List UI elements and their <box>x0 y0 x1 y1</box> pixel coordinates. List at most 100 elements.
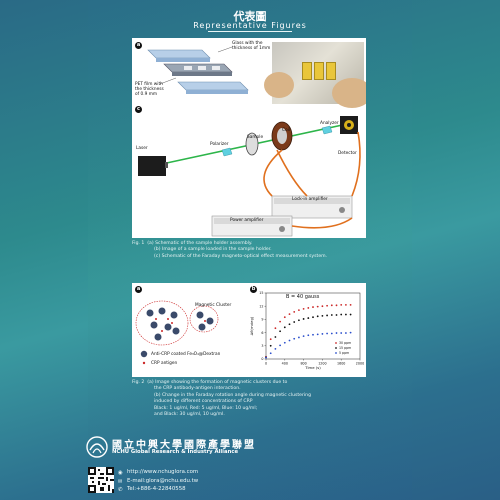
phone-number: Tel:+886-4-22840558 <box>127 486 186 493</box>
data-point <box>283 326 286 329</box>
legend-marker <box>335 347 337 349</box>
glora-logo: 國立中興大學國際產學聯盟 NCHU Global Research & Indu… <box>86 436 256 458</box>
glora-logo-icon <box>86 436 108 458</box>
data-point <box>302 307 305 310</box>
sample-strip-3 <box>326 62 336 80</box>
hand-shape <box>332 78 366 108</box>
sample-holder-photo <box>264 42 366 108</box>
figure-1-caption: Fig. 1 (a) Schematic of the sample holde… <box>132 241 328 259</box>
data-point <box>307 307 310 309</box>
sample-label: Sample <box>247 135 264 140</box>
qr-code-pattern <box>88 467 114 493</box>
legend-entry: 15 ppm <box>339 346 351 350</box>
nanoparticle-legend: Anti-CRP coated Fe₃O₄@Dextran <box>151 352 221 357</box>
data-point <box>321 333 324 335</box>
data-point <box>293 337 296 340</box>
data-point <box>312 306 314 308</box>
data-point <box>335 304 338 307</box>
data-point <box>345 313 347 316</box>
data-point <box>274 336 277 338</box>
data-point <box>293 321 296 323</box>
data-point <box>321 305 324 308</box>
data-point <box>302 318 305 320</box>
data-point <box>340 332 343 334</box>
qr-code <box>88 467 114 493</box>
data-point <box>340 313 343 316</box>
legend-entry: 5 ppm <box>339 351 349 355</box>
data-point <box>316 305 319 308</box>
y-tick-label: 12 <box>259 304 263 308</box>
laser-label: Laser <box>136 146 148 151</box>
data-point <box>345 332 347 334</box>
x-tick-label: 2000 <box>356 362 364 366</box>
poster: 代表圖 Representative Figures a b c Glass w… <box>88 0 412 500</box>
page-title-cn: 代表圖 <box>233 10 267 23</box>
polarizer-label: Polarizer <box>210 142 229 147</box>
crp-legend: CRP antigen <box>151 361 178 366</box>
mail-icon: ✉ <box>118 478 123 485</box>
data-point <box>326 332 328 335</box>
coil-label: Coil <box>282 128 291 133</box>
x-tick-label: 1200 <box>318 362 326 366</box>
figure-1a-label: a <box>135 42 142 49</box>
hand-shape-left <box>264 72 294 98</box>
title-underline <box>208 31 292 32</box>
data-point <box>335 332 338 334</box>
data-point <box>330 332 333 335</box>
sample-holder-schematic <box>147 46 249 94</box>
website-link[interactable]: http://www.nchuglora.com <box>127 469 199 475</box>
globe-icon: ◉ <box>118 470 123 476</box>
y-tick-label: 9 <box>261 318 263 322</box>
data-point <box>335 314 338 316</box>
x-tick-label: 800 <box>300 362 306 366</box>
logo-title-en: NCHU Global Research & Industry Alliance <box>112 449 239 455</box>
data-point <box>269 338 272 341</box>
data-point <box>349 331 352 334</box>
y-tick-label: 0 <box>261 357 263 361</box>
plot-frame <box>265 292 361 360</box>
data-point <box>283 316 286 319</box>
data-point <box>330 314 333 316</box>
figure-1c-label: c <box>135 106 142 113</box>
legend-entry: 30 ppm <box>339 341 351 345</box>
data-point <box>345 303 347 306</box>
data-point <box>349 303 352 306</box>
phone-icon: ✆ <box>118 487 123 494</box>
data-point <box>298 319 300 322</box>
sample-strip-1 <box>302 62 312 80</box>
data-point <box>293 311 296 313</box>
y-tick-label: 6 <box>261 331 263 335</box>
legend-marker <box>335 352 337 354</box>
data-point <box>316 315 319 318</box>
cluster-label: Magnetic Cluster <box>195 303 232 308</box>
page-title-en: Representative Figures <box>193 21 307 30</box>
data-point <box>330 304 333 307</box>
x-tick-label: 1600 <box>337 362 345 366</box>
data-point <box>316 333 319 336</box>
data-point <box>302 335 305 338</box>
data-point <box>307 334 310 337</box>
legend-marker <box>335 342 337 344</box>
analyzer-label: Analyzer <box>320 121 339 126</box>
data-point <box>288 339 291 342</box>
y-tick-label: 3 <box>261 344 263 348</box>
data-point <box>312 316 314 319</box>
logo-title-cn: 國立中興大學國際產學聯盟 <box>112 440 256 451</box>
figure-2-caption: Fig. 2 (a) Image showing the formation o… <box>132 380 311 418</box>
data-point <box>279 320 281 323</box>
lockin-label: Lock-in amplifier <box>292 197 328 202</box>
x-axis-label: Time (s) <box>304 365 321 370</box>
figure-2b-label: b <box>250 286 257 293</box>
y-tick-label: 15 <box>259 291 263 295</box>
email-link[interactable]: E-mail:glora@nchu.edu.tw <box>127 477 199 484</box>
data-point <box>269 344 272 347</box>
faraday-measurement-schematic <box>138 116 361 237</box>
data-point <box>340 303 343 306</box>
data-point <box>288 313 291 316</box>
figure-2a-label: a <box>135 286 142 293</box>
data-point <box>279 330 281 333</box>
